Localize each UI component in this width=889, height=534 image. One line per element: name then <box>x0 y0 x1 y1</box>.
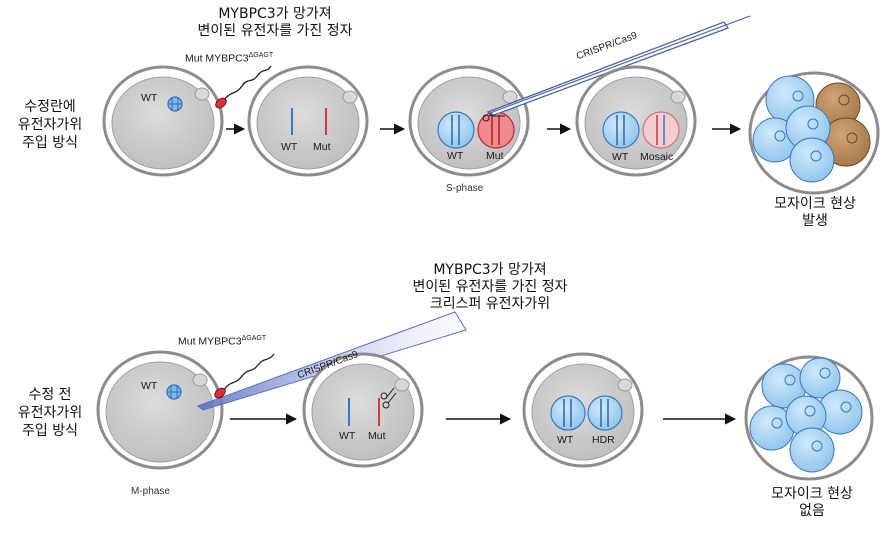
bottom-result: 모자이크 현상 없음 <box>742 486 882 520</box>
bottom-phase-label: M-phase <box>131 486 170 497</box>
top-cell4-wt: WT <box>612 151 629 163</box>
bottom-mut-gene-label: Mut MYBPC3ΔGAGT <box>178 335 266 348</box>
top-result-line1: 모자이크 현상 <box>774 196 856 212</box>
bottom-row-label-line1: 수정 전 <box>28 387 72 403</box>
bottom-row-label: 수정 전 유전자가위 주입 방식 <box>0 386 100 440</box>
top-result: 모자이크 현상 발생 <box>745 196 885 230</box>
top-zygote-3 <box>408 65 530 177</box>
top-crispr-needle <box>486 15 751 116</box>
bottom-cell2-mut: Mut <box>368 430 386 442</box>
bottom-sperm-title-line1: MYBPC3가 망가져 <box>433 262 547 278</box>
top-row-label: 수정란에 유전자가위 주입 방식 <box>0 98 100 152</box>
top-result-line2: 발생 <box>802 213 828 229</box>
bottom-sperm-title: MYBPC3가 망가져 변이된 유전자를 가진 정자 크리스퍼 유전자가위 <box>365 262 615 313</box>
bottom-sperm <box>214 353 275 399</box>
top-sperm-title: MYBPC3가 망가져 변이된 유전자를 가진 정자 <box>150 6 400 40</box>
bottom-oocyte-1 <box>96 350 224 470</box>
top-row-label-line1: 수정란에 <box>24 99 76 115</box>
top-cell4-mosaic: Mosaic <box>640 151 674 163</box>
bottom-hdr-nucleus <box>587 395 623 431</box>
bottom-mut-gene-text: Mut MYBPC3 <box>178 335 242 348</box>
bottom-cell2-wt: WT <box>339 430 356 442</box>
top-row-label-line3: 주입 방식 <box>22 135 78 151</box>
top-cell3-mut: Mut <box>486 150 504 162</box>
bottom-mut-gene-sup: ΔGAGT <box>241 335 267 342</box>
top-mut-gene-label: Mut MYBPC3ΔGAGT <box>185 52 273 65</box>
top-wt-pronucleus <box>167 96 183 112</box>
bottom-embryo-uniform <box>744 355 874 481</box>
top-wt-nucleus <box>437 111 475 149</box>
top-cell2-mut: Mut <box>313 141 331 153</box>
bottom-row-label-line3: 주입 방식 <box>22 423 78 439</box>
top-wt-nucleus-2 <box>602 111 640 149</box>
top-cell3-wt: WT <box>447 150 464 162</box>
bottom-cell3-wt: WT <box>557 434 574 446</box>
top-cell1-wt: WT <box>141 92 158 104</box>
top-embryo-4 <box>575 65 697 177</box>
top-zygote-2 <box>247 65 369 177</box>
top-sperm-title-line1: MYBPC3가 망가져 <box>218 6 332 22</box>
bottom-row-label-line2: 유전자가위 <box>17 405 83 421</box>
bottom-sperm-title-line3: 크리스퍼 유전자가위 <box>429 296 551 312</box>
top-embryo-mosaic <box>748 71 880 195</box>
top-sperm <box>215 65 272 109</box>
scissors-icon <box>380 387 397 409</box>
bottom-zygote-2 <box>302 352 424 468</box>
bottom-sperm-title-line2: 변이된 유전자를 가진 정자 <box>412 279 568 295</box>
top-mut-gene-sup: ΔGAGT <box>248 52 274 59</box>
top-sperm-title-line2: 변이된 유전자를 가진 정자 <box>197 23 353 39</box>
bottom-cell1-wt: WT <box>141 380 158 392</box>
bottom-zygote-3 <box>522 352 644 468</box>
top-mosaic-nucleus <box>642 111 680 149</box>
top-phase-label: S-phase <box>446 183 484 194</box>
top-zygote-1 <box>102 65 224 177</box>
bottom-result-line2: 없음 <box>799 503 825 519</box>
top-cell2-wt: WT <box>281 141 298 153</box>
bottom-cell3-hdr: HDR <box>592 434 615 446</box>
bottom-result-line1: 모자이크 현상 <box>771 486 853 502</box>
bottom-wt-pronucleus <box>166 384 182 400</box>
top-mut-gene-text: Mut MYBPC3 <box>185 52 249 65</box>
top-row-label-line2: 유전자가위 <box>17 117 83 133</box>
bottom-wt-nucleus <box>550 395 586 431</box>
